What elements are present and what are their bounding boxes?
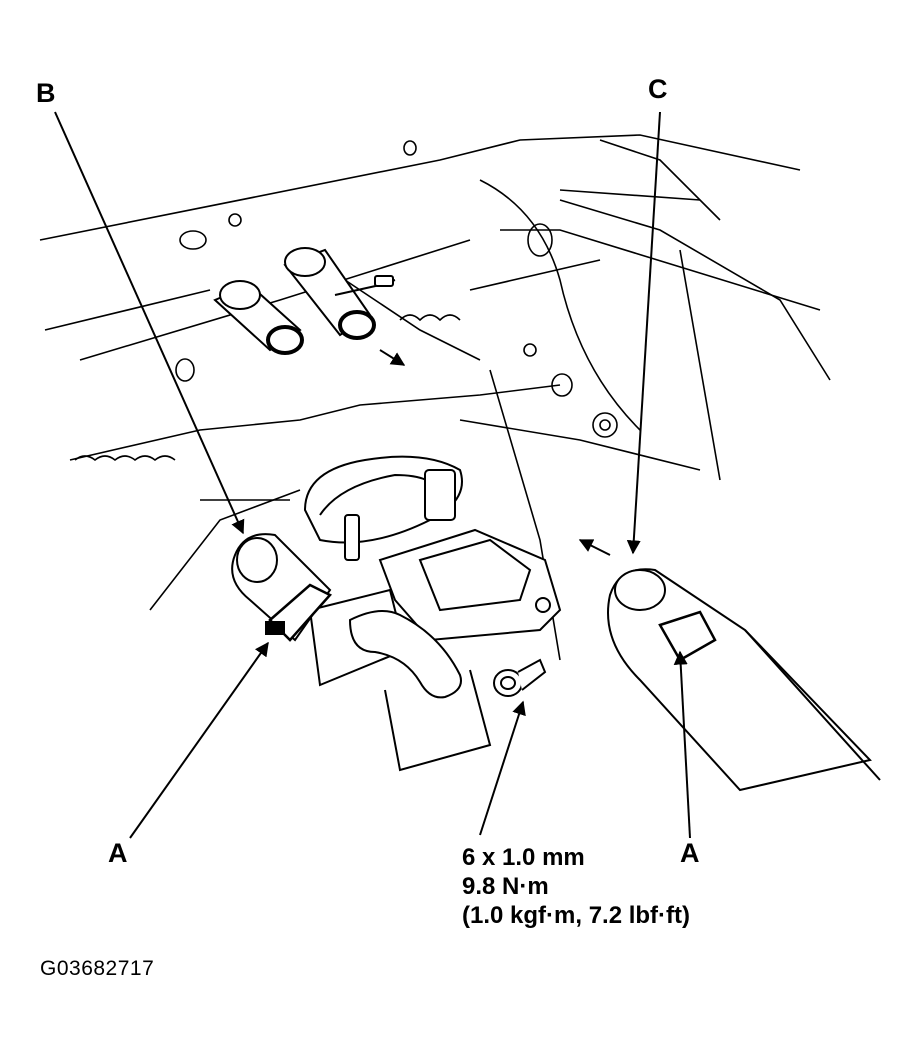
bolt-torque-nm: 9.8 N·m bbox=[462, 873, 549, 900]
firewall-holes bbox=[175, 140, 618, 438]
bolt-spec: 6 x 1.0 mm 9.8 N·m (1.0 kgf·m, 7.2 lbf·f… bbox=[462, 843, 690, 930]
callout-c-label: C bbox=[648, 74, 668, 104]
callout-b-label: B bbox=[36, 78, 56, 108]
bolt-size: 6 x 1.0 mm bbox=[462, 844, 585, 871]
flange-bolt bbox=[493, 658, 547, 697]
heater-valve-assembly bbox=[303, 455, 562, 772]
figure-id: G03682717 bbox=[40, 957, 155, 980]
callout-a-right-label: A bbox=[680, 838, 700, 868]
bolt-torque-alt: (1.0 kgf·m, 7.2 lbf·ft) bbox=[462, 902, 691, 929]
callout-a-left-label: A bbox=[108, 838, 128, 868]
callout-leaders bbox=[54, 111, 691, 839]
outlet-hose-right bbox=[607, 568, 881, 792]
heater-core-pipes bbox=[213, 247, 396, 355]
inlet-hose-left bbox=[231, 533, 333, 642]
